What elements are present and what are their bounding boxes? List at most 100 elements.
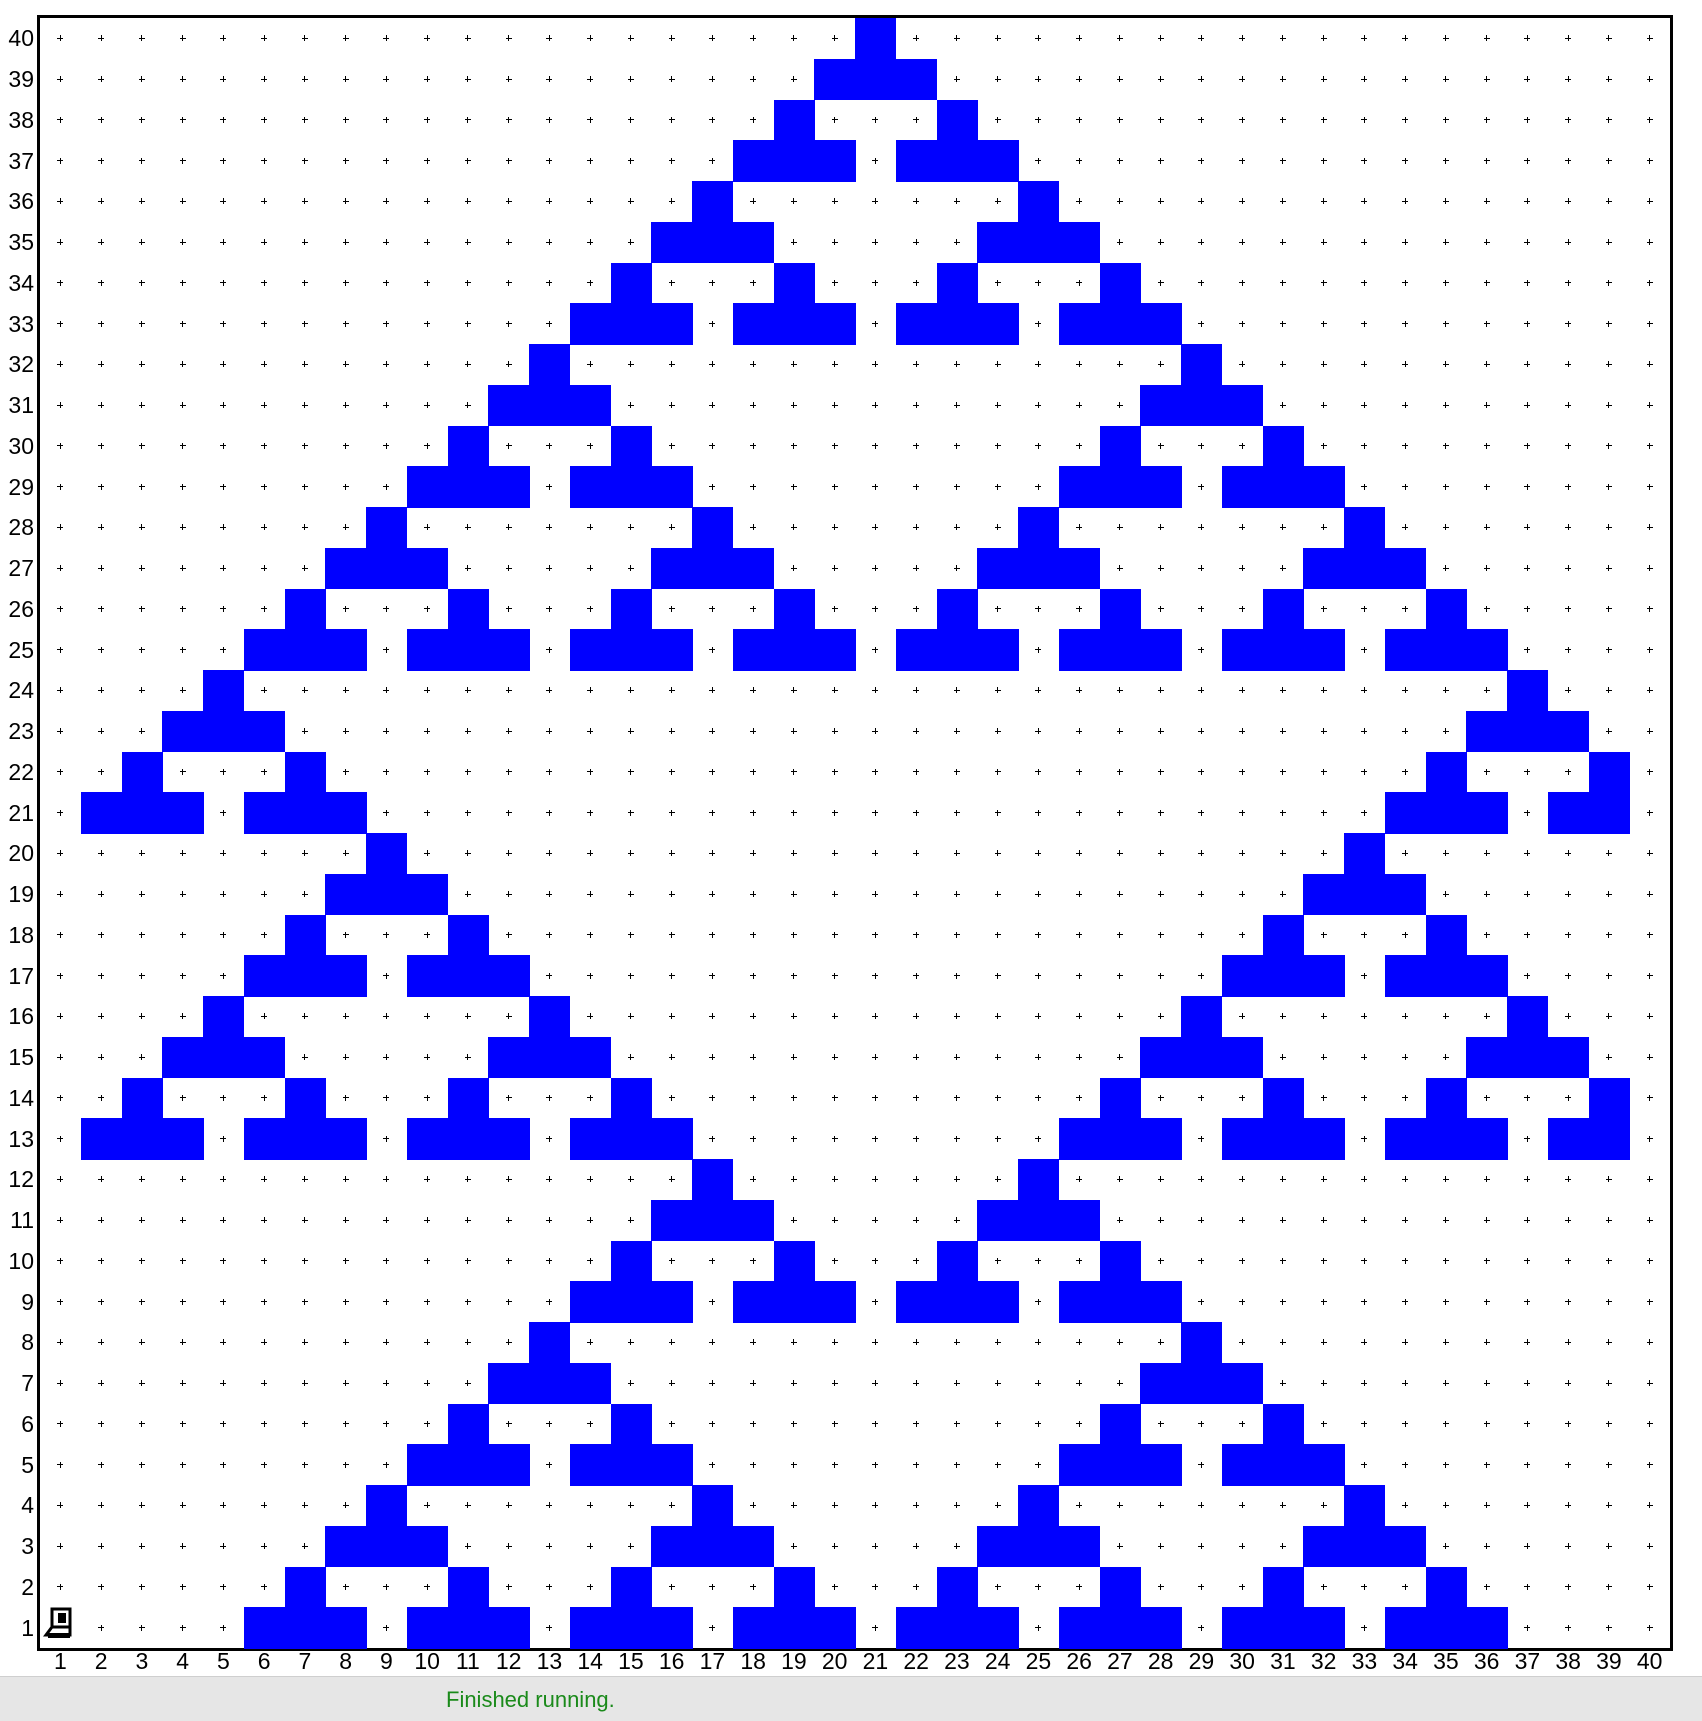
grid-point bbox=[1605, 1013, 1612, 1020]
grid-point bbox=[1320, 1013, 1327, 1020]
grid-point bbox=[953, 809, 960, 816]
grid-point bbox=[1320, 402, 1327, 409]
grid-point bbox=[57, 1054, 64, 1061]
grid-point bbox=[1076, 972, 1083, 979]
y-tick-label: 25 bbox=[8, 636, 34, 663]
grid-point bbox=[261, 198, 268, 205]
filled-cell bbox=[1303, 955, 1345, 997]
grid-point bbox=[220, 1420, 227, 1427]
grid-point bbox=[1524, 1420, 1531, 1427]
grid-point bbox=[179, 1298, 186, 1305]
grid-point bbox=[505, 1502, 512, 1509]
grid-point bbox=[953, 1135, 960, 1142]
grid-point bbox=[790, 1176, 797, 1183]
filled-cell bbox=[1303, 873, 1345, 915]
grid-point bbox=[1483, 442, 1490, 449]
grid-point bbox=[1646, 402, 1653, 409]
grid-point bbox=[98, 891, 105, 898]
x-tick-label: 27 bbox=[1107, 1648, 1133, 1674]
y-tick-label: 17 bbox=[8, 962, 34, 989]
grid-point bbox=[1565, 198, 1572, 205]
filled-cell bbox=[243, 1607, 285, 1649]
grid-point bbox=[57, 198, 64, 205]
grid-point bbox=[1198, 1176, 1205, 1183]
grid-point bbox=[668, 728, 675, 735]
grid-point bbox=[220, 850, 227, 857]
grid-point bbox=[831, 768, 838, 775]
grid-point bbox=[709, 483, 716, 490]
grid-point bbox=[1198, 850, 1205, 857]
x-tick-label: 26 bbox=[1066, 1648, 1092, 1674]
filled-cell bbox=[692, 1159, 734, 1201]
grid-point bbox=[301, 483, 308, 490]
filled-cell bbox=[325, 873, 367, 915]
grid-point bbox=[1483, 1461, 1490, 1468]
grid-point bbox=[1605, 1176, 1612, 1183]
grid-point bbox=[1442, 1502, 1449, 1509]
grid-point bbox=[1524, 1624, 1531, 1631]
grid-point bbox=[1483, 1420, 1490, 1427]
grid-point bbox=[505, 524, 512, 531]
grid-point bbox=[1361, 361, 1368, 368]
grid-point bbox=[1361, 1298, 1368, 1305]
grid-point bbox=[1076, 1257, 1083, 1264]
grid-point bbox=[1646, 1054, 1653, 1061]
grid-point bbox=[913, 1583, 920, 1590]
grid-point bbox=[1402, 1176, 1409, 1183]
grid-point bbox=[1198, 1543, 1205, 1550]
grid-point bbox=[1279, 239, 1286, 246]
grid-point bbox=[1524, 850, 1531, 857]
filled-cell bbox=[936, 629, 978, 671]
grid-point bbox=[1565, 1461, 1572, 1468]
grid-point bbox=[790, 850, 797, 857]
grid-point bbox=[57, 483, 64, 490]
grid-point bbox=[1646, 76, 1653, 83]
grid-point bbox=[627, 565, 634, 572]
grid-point bbox=[220, 116, 227, 123]
grid-point bbox=[709, 361, 716, 368]
y-tick-label: 29 bbox=[8, 473, 34, 500]
grid-point bbox=[342, 850, 349, 857]
grid-point bbox=[790, 1217, 797, 1224]
grid-point bbox=[1361, 1257, 1368, 1264]
grid-point bbox=[1279, 565, 1286, 572]
grid-point bbox=[1116, 76, 1123, 83]
grid-point bbox=[383, 1176, 390, 1183]
y-tick-label: 34 bbox=[8, 269, 34, 296]
grid-point bbox=[57, 646, 64, 653]
grid-point bbox=[1076, 809, 1083, 816]
grid-point bbox=[1239, 605, 1246, 612]
grid-point bbox=[98, 605, 105, 612]
grid-point bbox=[424, 402, 431, 409]
filled-cell bbox=[1181, 1322, 1223, 1364]
grid-point bbox=[994, 891, 1001, 898]
grid-point bbox=[424, 1583, 431, 1590]
grid-point bbox=[1198, 891, 1205, 898]
filled-cell bbox=[1018, 507, 1060, 549]
grid-point bbox=[1320, 809, 1327, 816]
grid-point bbox=[98, 1461, 105, 1468]
grid-point bbox=[1320, 198, 1327, 205]
y-tick-label: 23 bbox=[8, 718, 34, 745]
filled-cell bbox=[773, 629, 815, 671]
grid-point bbox=[994, 35, 1001, 42]
grid-point bbox=[301, 1543, 308, 1550]
grid-point bbox=[342, 279, 349, 286]
grid-point bbox=[261, 1257, 268, 1264]
grid-point bbox=[953, 1176, 960, 1183]
grid-point bbox=[1116, 239, 1123, 246]
grid-point bbox=[505, 1339, 512, 1346]
grid-point bbox=[57, 35, 64, 42]
grid-point bbox=[994, 1176, 1001, 1183]
grid-point bbox=[872, 1094, 879, 1101]
grid-point bbox=[1524, 768, 1531, 775]
grid-point bbox=[1361, 1461, 1368, 1468]
grid-point bbox=[668, 1339, 675, 1346]
grid-point bbox=[831, 931, 838, 938]
grid-point bbox=[1035, 116, 1042, 123]
grid-point bbox=[1565, 1420, 1572, 1427]
y-tick-label: 15 bbox=[8, 1044, 34, 1071]
filled-cell bbox=[1344, 1485, 1386, 1527]
grid-point bbox=[668, 605, 675, 612]
grid-point bbox=[1035, 1624, 1042, 1631]
